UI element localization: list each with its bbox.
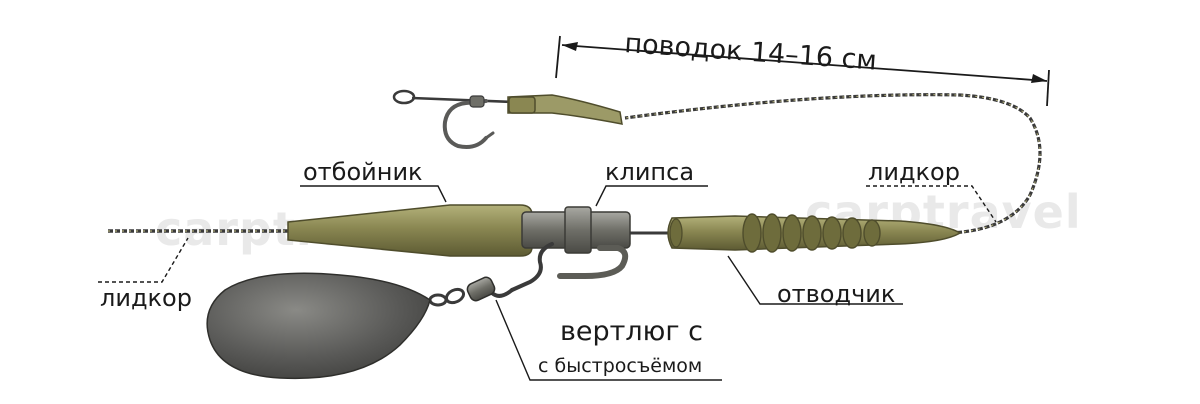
pointer-swivel — [495, 299, 722, 381]
leadcore-line-right — [624, 93, 1042, 235]
label-clip: клипса — [605, 158, 694, 186]
pointer-clip — [595, 185, 708, 207]
pointer-tail-rubber — [300, 185, 447, 203]
hook-icon — [442, 99, 488, 149]
lead-clip — [521, 206, 631, 279]
pointer-leadcore-right — [866, 185, 997, 223]
line-aligner-sleeve — [507, 94, 623, 125]
hooklink — [392, 89, 623, 149]
label-leadcore-right: лидкор — [868, 158, 960, 186]
leader-length-dimension — [555, 35, 1050, 107]
label-swivel-line1: вертлюг с — [560, 316, 703, 347]
label-swivel-line2: с быстросъёмом — [538, 355, 702, 377]
label-leader-length: поводок 14–16 см — [624, 28, 878, 77]
pointer-leadcore-left — [98, 237, 189, 283]
swivel-quick-change — [428, 242, 554, 307]
anti-tangle-sleeve — [667, 213, 962, 253]
lead-weight — [206, 272, 431, 380]
label-tail-rubber: отбойник — [303, 158, 423, 186]
pointer-anti-tangle-sleeve — [727, 255, 903, 305]
label-leadcore-left: лидкор — [100, 284, 192, 312]
